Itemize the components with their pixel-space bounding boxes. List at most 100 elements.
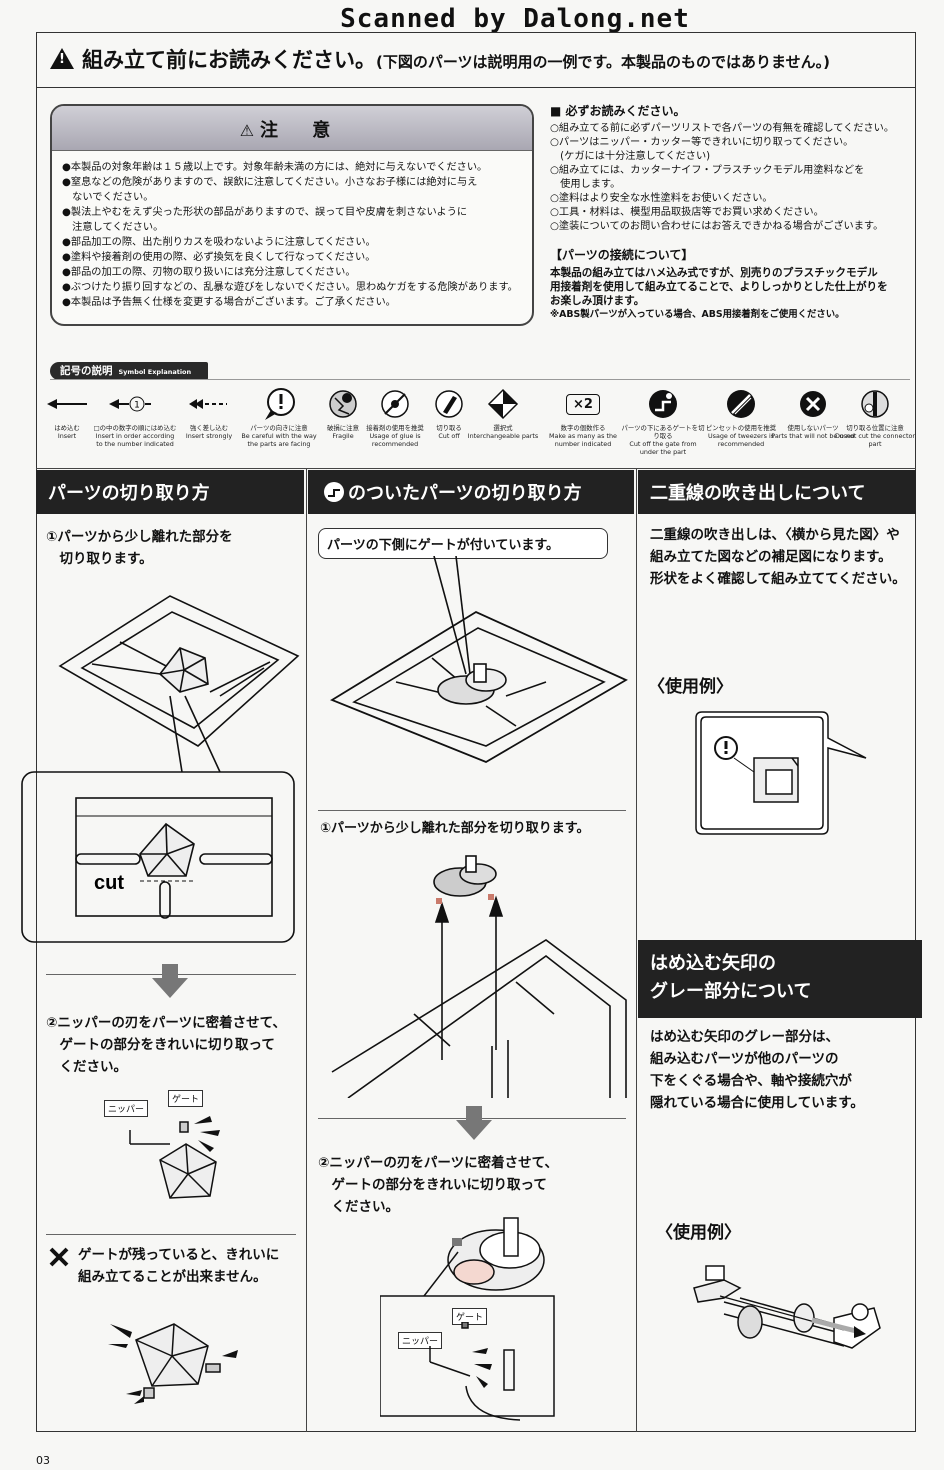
down-arrow-icon bbox=[152, 964, 188, 998]
read-first-item: ○パーツはニッパー・カッター等できれいに切り取ってください。 bbox=[550, 137, 854, 148]
gate-tag: ゲート bbox=[452, 1308, 488, 1325]
nipper-closeup bbox=[429, 1322, 521, 1421]
col2-step2: ②ニッパーの刃をパーツに密着させて、 ゲートの部分をきれいに切り取って ください… bbox=[318, 1152, 558, 1218]
symbol-caption-jp: 破損に注意 bbox=[327, 424, 359, 432]
tweezers-icon bbox=[727, 390, 755, 418]
caution-list: ●本製品の対象年齢は１５歳以上です。対象年齢未満の方には、絶対に与えないでくださ… bbox=[62, 160, 528, 310]
gate-under-icon bbox=[649, 390, 677, 418]
column-divider bbox=[636, 468, 637, 1432]
nipper-icon bbox=[435, 390, 463, 418]
scanner-credit: Scanned by Dalong.net bbox=[340, 4, 690, 34]
read-first-item: ○組み立てる前に必ずパーツリストで各パーツの有無を確認してください。 bbox=[550, 123, 895, 134]
x2-badge: ×2 bbox=[566, 393, 600, 415]
symbol-caption-jp: 切り取る bbox=[436, 424, 462, 432]
col1-step1: ①パーツから少し離れた部分を 切り取ります。 bbox=[46, 526, 233, 570]
caution-item: ●ぶつけたり振り回すなどの、乱暴な遊びをしないでください。思わぬケガをする危険が… bbox=[62, 282, 518, 293]
gate-tag: ゲート bbox=[168, 1090, 204, 1107]
symbol-cut-off: 切り取る Cut off bbox=[406, 384, 492, 440]
symbol-no-cut: 切り取る位置に注意 Do not cut the connector part bbox=[832, 384, 918, 448]
symbol-caption-en: Make as many as the number indicated bbox=[549, 432, 617, 448]
col3-body2-line: 組み込むパーツが他のパーツの bbox=[650, 1051, 839, 1067]
symbol-caption-en: Fragile bbox=[332, 432, 354, 440]
caution-item: ●部品加工の際、出た削りカスを吸わないように注意してください。 bbox=[62, 237, 376, 248]
col1-divider bbox=[46, 1234, 296, 1235]
connection-heading: 【パーツの接続について】 bbox=[550, 248, 694, 262]
part-removed-diagram bbox=[331, 855, 627, 1098]
read-first-block: ■ 必ずお読みください。 ○組み立てる前に必ずパーツリストで各パーツの有無を確認… bbox=[550, 104, 910, 322]
symbol-orientation: パーツの向きに注意 Be careful with the way the pa… bbox=[236, 384, 322, 448]
connection-line: 本製品の組み立てはハメ込み式ですが、別売りのプラスチックモデル bbox=[550, 267, 878, 279]
gray-arrow-example bbox=[693, 1265, 881, 1349]
caution-item: ●窒息などの危険がありますので、誤飲に注意してください。小さなお子様には絶対に与… bbox=[62, 177, 478, 188]
col3-body2: はめ込む矢印のグレー部分は、 組み込むパーツが他のパーツの 下をくぐる場合や、軸… bbox=[650, 1026, 864, 1114]
symbol-glue: 接着剤の使用を推奨 Usage of glue is recommended bbox=[352, 384, 438, 448]
col1-step2: ②ニッパーの刃をパーツに密着させて、 ゲートの部分をきれいに切り取って ください… bbox=[46, 1012, 286, 1078]
caution-item: ●製法上やむをえず尖った形状の部品がありますので、誤って目や皮膚を刺さないように bbox=[62, 207, 468, 218]
leftover-gate-diagram bbox=[108, 1323, 238, 1404]
col3-header: 二重線の吹き出しについて bbox=[638, 470, 916, 514]
arrow-insert-icon bbox=[47, 399, 87, 409]
gate-callout: パーツの下側にゲートが付いています。 bbox=[318, 528, 608, 559]
read-first-item: ○組み立てには、カッターナイフ・プラスチックモデル用塗料などを bbox=[550, 165, 865, 176]
col1-bad-line: 組み立てることが出来ません。 bbox=[78, 1269, 267, 1285]
connection-line: 用接着剤を使用して組み立てることで、よりしっかりとした仕上がりを bbox=[550, 281, 888, 293]
symbol-insert-strongly: 強く差し込む Insert strongly bbox=[166, 384, 252, 440]
page-title-note: (下図のパーツは説明用の一例です。本製品のものではありません。) bbox=[376, 53, 830, 71]
col3-body-line: 組み立てた図などの補足図になります。 bbox=[650, 549, 892, 565]
symbol-divider bbox=[50, 379, 910, 380]
col2-title: のついたパーツの切り取り方 bbox=[348, 483, 582, 504]
symbol-caption-en: Insert in order according to the number … bbox=[95, 432, 175, 448]
symbol-caption-en: Insert bbox=[57, 432, 77, 440]
caution-item: 注意してください。 bbox=[62, 222, 164, 233]
nipper-tag: ニッパー bbox=[104, 1100, 149, 1117]
symbol-caption-jp: □の中の数字の順にはめ込む bbox=[93, 424, 177, 432]
col3-example2-label: 〈使用例〉 bbox=[656, 1223, 741, 1243]
double-arrow-icon bbox=[189, 399, 227, 409]
col3-body-line: 二重線の吹き出しは、〈横から見た図〉や bbox=[650, 527, 900, 543]
symbol-caption-jp: 強く差し込む bbox=[189, 424, 229, 432]
col3-body2-line: 隠れている場合に使用しています。 bbox=[650, 1095, 864, 1111]
caution-item: ●本製品の対象年齢は１５歳以上です。対象年齢未満の方には、絶対に与えないでくださ… bbox=[62, 162, 488, 173]
col1-step1-line: ①パーツから少し離れた部分を bbox=[46, 529, 233, 545]
symbol-caption-en: Cut off the gate from under the part bbox=[629, 440, 697, 456]
symbol-label-jp: 記号の説明 bbox=[60, 365, 113, 377]
headline-box bbox=[36, 32, 916, 88]
runner-cut-diagram: cut bbox=[21, 595, 300, 943]
no-cut-icon bbox=[861, 390, 889, 418]
nipper-tag: ニッパー bbox=[398, 1332, 443, 1349]
col1-bad-note: ゲートが残っていると、きれいに 組み立てることが出来ません。 bbox=[78, 1244, 279, 1288]
symbol-caption-en: Insert strongly bbox=[185, 432, 233, 440]
symbol-caption-jp: はめ込む bbox=[54, 424, 80, 432]
page-title: 組み立て前にお読みください。(下図のパーツは説明用の一例です。本製品のものではあ… bbox=[50, 44, 830, 74]
read-first-item: ○塗装についてのお問い合わせにはお答えできかねる場合がございます。 bbox=[550, 221, 884, 232]
col1-step2-line: ②ニッパーの刃をパーツに密着させて、 bbox=[46, 1015, 286, 1031]
caution-item: ●部品の加工の際、刃物の取り扱いには充分注意してください。 bbox=[62, 267, 356, 278]
symbol-caption-en: Do not cut the connector part bbox=[835, 432, 915, 448]
col1-step1-line: 切り取ります。 bbox=[46, 551, 153, 567]
exclamation-bubble-icon bbox=[265, 388, 295, 420]
down-arrow-icon bbox=[456, 1106, 492, 1140]
col2-step1: ①パーツから少し離れた部分を切り取ります。 bbox=[320, 821, 590, 836]
warning-icon: ⚠ bbox=[239, 121, 255, 140]
symbol-not-used: 使用しないパーツ Parts that will not be used bbox=[770, 384, 856, 440]
caution-box: ⚠注 意 ●本製品の対象年齢は１５歳以上です。対象年齢未満の方には、絶対に与えな… bbox=[50, 104, 534, 326]
symbol-explanation-label: 記号の説明 Symbol Explanation bbox=[50, 362, 208, 380]
read-first-item: (ケガには十分注意してください) bbox=[550, 151, 711, 162]
gate-piece bbox=[452, 1238, 462, 1246]
col2-step2-line: ください。 bbox=[318, 1199, 399, 1215]
symbol-caption-jp: 数字の個数作る bbox=[560, 424, 606, 432]
warning-icon bbox=[50, 48, 74, 69]
glue-icon bbox=[381, 390, 409, 418]
col3-body2-line: 下をくぐる場合や、軸や接続穴が bbox=[650, 1073, 852, 1089]
col1-step2-line: ください。 bbox=[46, 1059, 127, 1075]
col3-header2: はめ込む矢印の グレー部分について bbox=[638, 940, 922, 1018]
col1-bad-line: ゲートが残っていると、きれいに bbox=[78, 1247, 280, 1263]
section-divider bbox=[36, 468, 916, 469]
symbol-fragile: 破損に注意 Fragile bbox=[300, 384, 386, 440]
col3-example-label: 〈使用例〉 bbox=[648, 677, 733, 697]
symbol-label-en: Symbol Explanation bbox=[118, 368, 192, 376]
nipper-cut-diagram bbox=[129, 1116, 220, 1199]
symbol-caption-jp: 接着剤の使用を推奨 bbox=[366, 424, 424, 432]
symbol-number-one: 1 bbox=[134, 401, 140, 411]
col2-divider bbox=[318, 810, 626, 811]
